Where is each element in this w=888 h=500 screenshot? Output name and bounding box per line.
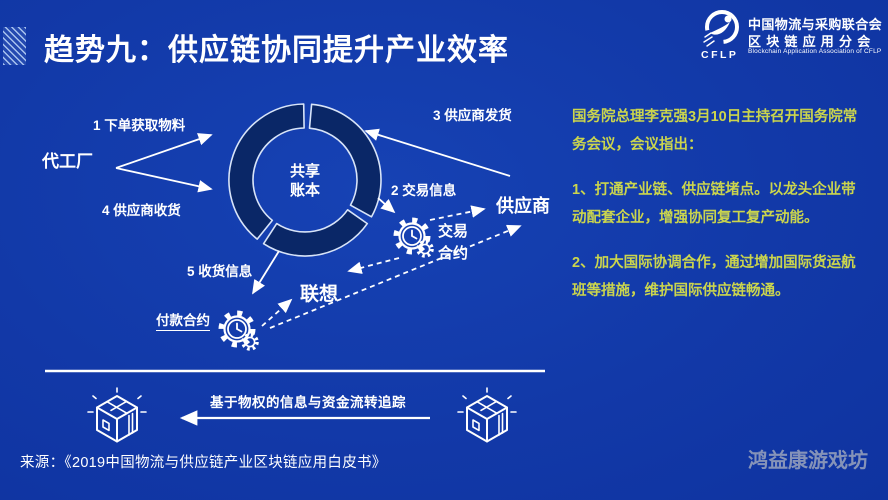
shared-ledger-line1: 共享 <box>289 163 320 180</box>
announcement-intro: 国务院总理李克强3月10日主持召开国务院常务会议，会议指出： <box>572 109 858 153</box>
payment-contract-gear-icon <box>222 314 258 350</box>
payment-contract-label: 付款合约 <box>156 309 210 331</box>
shared-ledger-line2: 账本 <box>289 181 320 199</box>
package-box-icon-left <box>87 387 147 443</box>
dashed-arrow-payment-to-supplier <box>269 224 522 329</box>
flow-caption: 基于物权的信息与资金流转追踪 <box>210 395 406 410</box>
logo-abbr: CFLP <box>701 49 739 61</box>
announcement-point1: 1、打通产业链、供应链堵点。以龙头企业带动配套企业，增强协同复工复产动能。 <box>572 181 856 226</box>
buyer-label: 联想 <box>300 284 339 305</box>
transaction-contract-gear-icon <box>397 221 433 257</box>
step3-label: 3 供应商发货 <box>433 108 512 123</box>
supplier-label: 供应商 <box>496 196 550 216</box>
page-title: 趋势九：供应链协同提升产业效率 <box>44 34 509 67</box>
step5-label: 5 收货信息 <box>187 264 253 279</box>
transaction-contract-line2: 合约 <box>438 244 469 262</box>
announcement-point2: 2、加大国际协调合作，通过增加国际货运航班等措施，维护国际供应链畅通。 <box>572 254 856 299</box>
logo-branch-name: 区块链应用分会 <box>748 34 876 49</box>
step2-label: 2 交易信息 <box>391 183 457 198</box>
arrow-step2-transaction <box>377 197 396 214</box>
arrow-step3-ship <box>364 128 511 177</box>
step1-label: 1 下单获取物料 <box>93 118 186 133</box>
logo-org-name: 中国物流与采购联合会 <box>748 17 883 32</box>
logo-english-name: Blockchain Application Association of CF… <box>748 48 882 55</box>
dashed-arrow-transaction-to-lenovo <box>347 257 400 274</box>
transaction-contract-line1: 交易 <box>438 223 469 240</box>
package-box-icon-right <box>457 387 517 443</box>
shared-ledger-ring <box>228 103 382 257</box>
step4-label: 4 供应商收货 <box>102 203 181 218</box>
arrow-step1-order <box>115 133 213 169</box>
cflp-logo-icon <box>703 10 739 47</box>
transaction-contract-label: 交易 合约 <box>438 221 468 265</box>
hatch-decoration <box>3 27 26 65</box>
watermark: 鸿益康游戏坊 <box>748 450 868 472</box>
factory-label: 代工厂 <box>42 152 93 171</box>
arrow-step5-receipt-info <box>252 250 280 295</box>
dashed-arrow-payment-to-lenovo <box>261 298 293 327</box>
announcement-block: 国务院总理李克强3月10日主持召开国务院常务会议，会议指出： 1、打通产业链、供… <box>572 104 864 323</box>
shared-ledger-label: 共享 账本 <box>273 163 337 201</box>
dashed-arrow-transaction-to-supplier <box>429 205 486 221</box>
source-citation: 来源：《2019中国物流与供应链产业区块链应用白皮书》 <box>20 455 387 471</box>
arrow-step4-receive <box>115 167 213 193</box>
